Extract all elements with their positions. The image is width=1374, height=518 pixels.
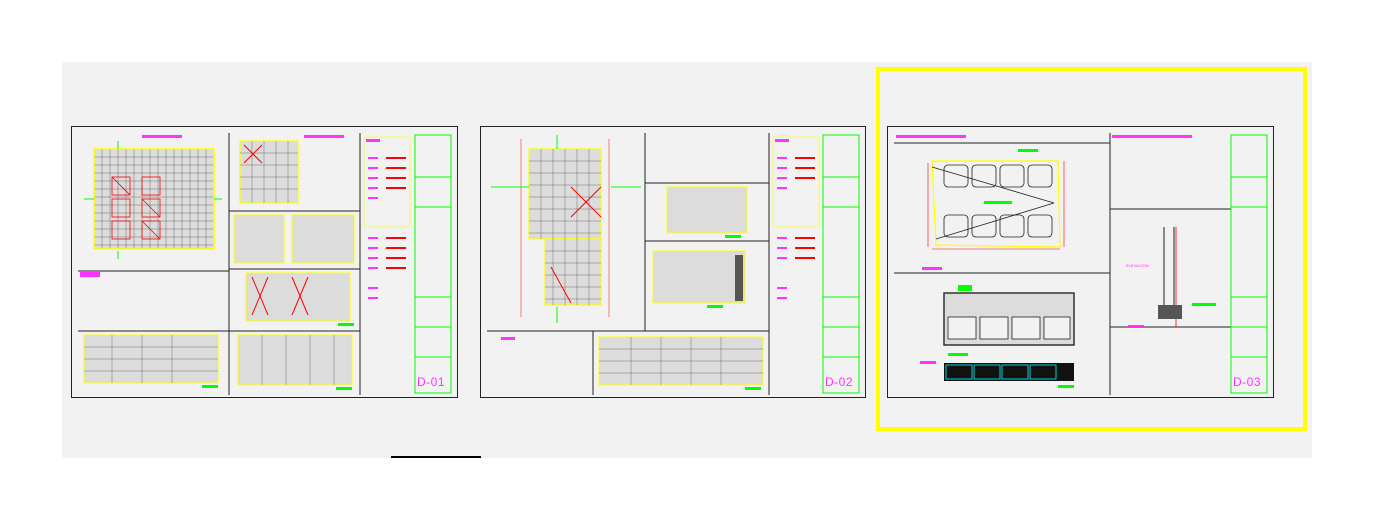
sheet-id-label: D-01 [416,375,445,389]
sheet-id-label: D-02 [824,375,853,389]
sheet-d02[interactable]: D-02 [480,126,866,398]
sheet-d02-drawing [487,133,860,395]
sheet-d01[interactable]: D-01 [71,126,458,398]
sheet-d03-drawing: ELEVACIÓN [894,133,1268,395]
sheet-d03[interactable]: ELEVACIÓN D-03 [887,126,1274,398]
elevation-label: ELEVACIÓN [1126,263,1149,268]
scale-bar [391,456,481,458]
sheet-id-label: D-03 [1232,375,1261,389]
sheet-d01-drawing [78,133,452,395]
selection-highlight [876,67,1307,431]
